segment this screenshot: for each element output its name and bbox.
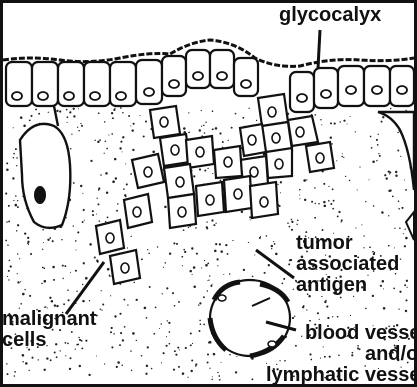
tumor-antigen-line-2: associated (296, 254, 399, 275)
malignant-cells-label: malignant cells (2, 309, 96, 351)
vessel-line-1: blood vessel (266, 323, 417, 344)
right-gland-cell (378, 112, 414, 190)
vessel-line-2: and/or (266, 344, 417, 365)
epithelial-cells (6, 50, 414, 112)
malignant-cells-line-2: cells (2, 330, 96, 351)
vessel-label: blood vessel and/or lymphatic vessel (266, 323, 417, 386)
left-gland-cell (20, 124, 70, 228)
glycocalyx-text: glycocalyx (279, 4, 381, 26)
tumor-antigen-line-3: antigen (296, 275, 399, 296)
malignant-cells-line-1: malignant (2, 309, 96, 330)
glycocalyx-label: glycocalyx (279, 5, 381, 26)
vessel-line-3: lymphatic vessel (266, 365, 417, 386)
tumor-antigen-label: tumor associated antigen (296, 233, 399, 296)
dark-nucleus (34, 186, 46, 204)
tumor-antigen-line-1: tumor (296, 233, 399, 254)
